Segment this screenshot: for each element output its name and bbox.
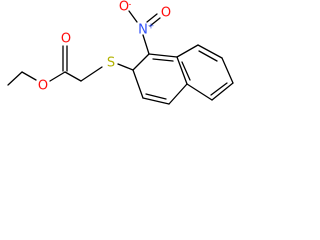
charge-minus: - — [129, 0, 132, 9]
atom-o-nitro-right: O — [161, 6, 171, 21]
ring-bond-c5-c4a — [186, 83, 213, 101]
bond-n-o-right-b — [149, 17, 161, 27]
ring-bond-c4-c3 — [142, 97, 170, 105]
bond-ch2-o-ester — [21, 71, 37, 81]
ring-bond-c2-c1 — [132, 53, 150, 71]
bond-ch3-ch2 — [7, 71, 23, 86]
ring-bond-c8a-c4a — [176, 56, 188, 85]
ring-bond-c3-c2 — [132, 69, 144, 99]
bond-ch2-s — [80, 66, 103, 82]
ring-bond-c6-c5 — [211, 82, 234, 101]
ring-double-c6-c5 — [210, 82, 228, 96]
atom-o-nitro-top: O — [119, 0, 129, 15]
ring-bond-c1-c8a — [148, 53, 178, 58]
ring-double-c4-c3 — [145, 93, 167, 100]
bond-n-o-top — [128, 10, 138, 23]
ring-double-c1-c8a — [152, 58, 174, 62]
ring-bond-c8-c7 — [197, 44, 223, 59]
atom-sulfur: S — [107, 56, 115, 71]
atom-o-carbonyl: O — [61, 32, 71, 47]
ring-bond-c8a-c8 — [176, 44, 199, 58]
atom-o-ether: O — [38, 79, 48, 94]
ring-double-c8a-c4a — [181, 61, 191, 81]
bond-n-o-right-a — [146, 13, 158, 23]
atom-nitrogen: N — [138, 23, 148, 38]
ring-bond-c4a-c4 — [168, 83, 188, 105]
structure-canvas: O O S N + O - O — [0, 0, 246, 129]
ring-bond-c7-c6 — [221, 57, 234, 84]
bond-o-ester-carbonyl — [49, 71, 66, 82]
bond-s-ring — [117, 63, 134, 71]
bond-carbonyl-ch2 — [64, 71, 82, 82]
bond-group — [7, 10, 234, 105]
charge-plus: + — [148, 22, 155, 31]
molecule-drawing: O O S N + O - O — [7, 0, 234, 105]
bond-c1-n — [142, 34, 150, 55]
ring-double-c8-c7 — [198, 50, 218, 62]
